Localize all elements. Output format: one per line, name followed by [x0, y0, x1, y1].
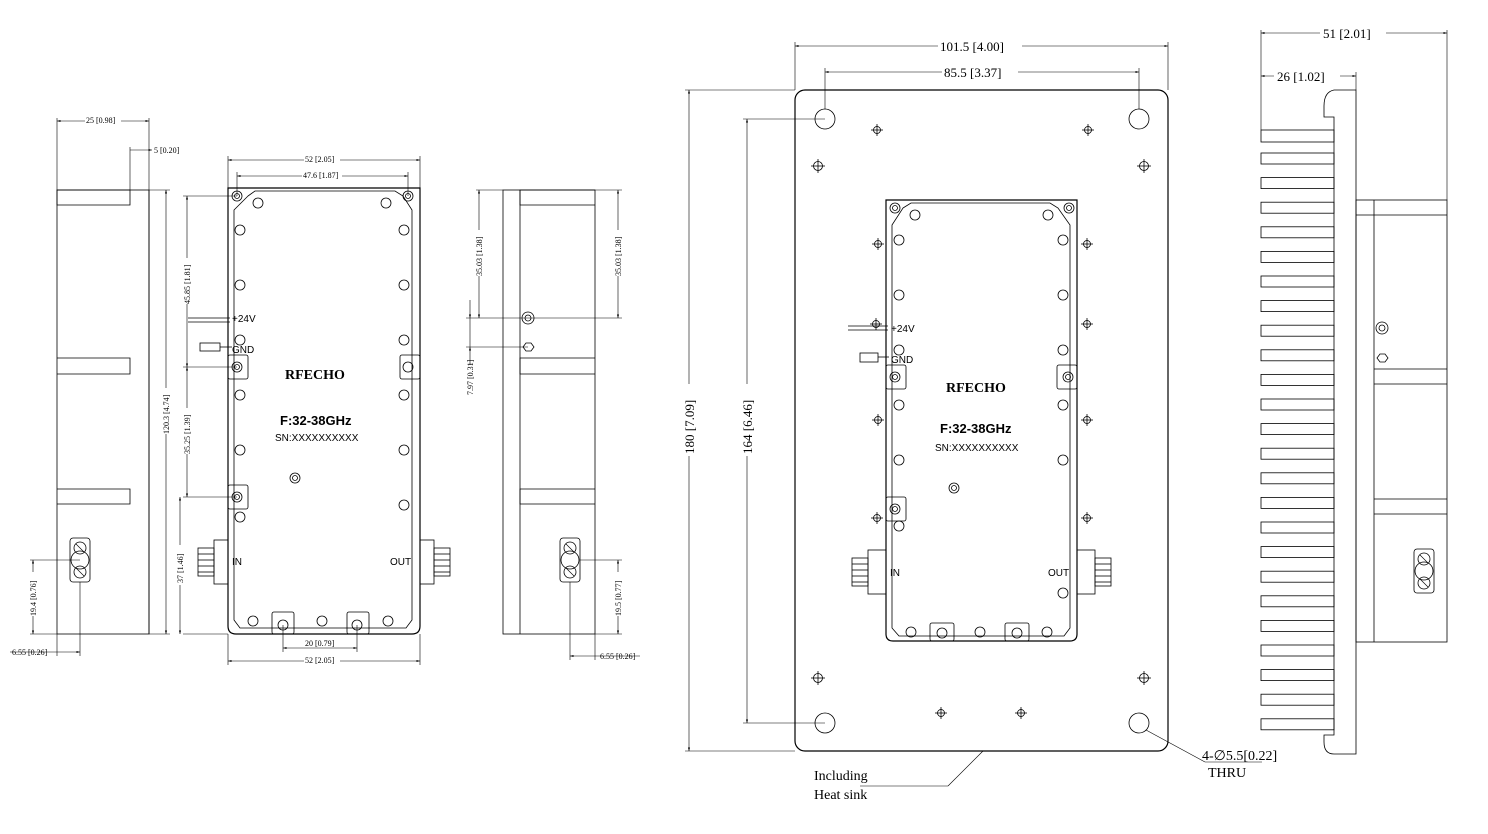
heatsink-fin: [1260, 570, 1335, 583]
heatsink-fin: [1260, 546, 1335, 558]
dim-47-6: 47.6 [1.87]: [303, 171, 339, 180]
dim-26: 26 [1.02]: [1277, 69, 1325, 84]
heatsink-fin: [1260, 496, 1335, 509]
heatsink-fin: [1260, 447, 1335, 460]
fin-array: [1260, 152, 1335, 731]
heatsink-fin: [1260, 398, 1335, 411]
dim-37: 37 [1.46]: [176, 553, 185, 583]
dim-35-25: 35.25 [1.39]: [183, 414, 192, 454]
dim-52-top: 52 [2.05]: [305, 155, 335, 164]
left-side-view: 25 [0.98] 5 [0.20] 120.3 [4.74] 19.4 [0.…: [10, 115, 180, 657]
label-in-small: IN: [232, 557, 242, 568]
heatsink-fin: [1260, 595, 1335, 608]
heatsink-fin: [1260, 349, 1335, 362]
dim-51: 51 [2.01]: [1323, 26, 1371, 41]
note-including: Including: [814, 769, 868, 784]
dim-164: 164 [6.46]: [740, 400, 755, 454]
label-24v-small: +24V: [232, 314, 256, 325]
serial-small: SN:XXXXXXXXXX: [275, 433, 359, 444]
heatsink-fin: [1260, 644, 1335, 657]
hole-note: 4-∅5.5[0.22]: [1202, 749, 1277, 764]
right-side-view-small: 35.03 [1.38] 35.03 [1.38] 7.97 [0.31] 19…: [466, 189, 640, 661]
heatsink-fin: [1260, 226, 1335, 239]
dim-52-bottom: 52 [2.05]: [305, 656, 335, 665]
dim-45-85: 45.85 [1.81]: [183, 264, 192, 304]
heatsink-fin: [1260, 718, 1335, 731]
hole-thru: THRU: [1208, 766, 1246, 781]
brand-small: RFECHO: [285, 368, 345, 383]
label-out-large: OUT: [1048, 568, 1069, 579]
serial-large: SN:XXXXXXXXXX: [935, 443, 1019, 454]
heatsink-fin: [1260, 472, 1335, 485]
freq-small: F:32-38GHz: [280, 413, 352, 428]
label-gnd-small: GND: [232, 345, 254, 356]
dim-19-4: 19.4 [0.76]: [29, 580, 38, 616]
dim-19-5: 19.5 [0.77]: [614, 580, 623, 616]
dim-6-55-left: 6.55 [0.26]: [12, 648, 48, 657]
heatsink-fin: [1260, 423, 1335, 436]
note-heat-sink: Heat sink: [814, 788, 867, 803]
dim-25: 25 [0.98]: [86, 116, 116, 125]
dim-20: 20 [0.79]: [305, 639, 335, 648]
heatsink-fin: [1260, 152, 1335, 165]
heatsink-fin: [1260, 373, 1335, 386]
dim-101-5: 101.5 [4.00]: [940, 39, 1004, 54]
heatsink-fin: [1260, 300, 1335, 313]
dim-85-5: 85.5 [3.37]: [944, 65, 1001, 80]
brand-large: RFECHO: [946, 381, 1006, 396]
heatsink-fin: [1260, 177, 1335, 190]
heatsink-fin: [1260, 275, 1335, 288]
heatsink-fin: [1260, 250, 1335, 263]
heatsink-side-view: 51 [2.01] 26 [1.02]: [1260, 25, 1448, 755]
heatsink-fin: [1260, 693, 1335, 706]
label-gnd-large: GND: [891, 355, 913, 366]
label-out-small: OUT: [390, 557, 411, 568]
dim-6-55-right: 6.55 [0.26]: [600, 652, 636, 661]
small-front-view: +24V GND IN OUT RFECHO F:32-38GHz SN:XXX…: [174, 154, 451, 665]
heatsink-fin: [1260, 201, 1335, 214]
label-in-large: IN: [890, 568, 900, 579]
heatsink-fin: [1260, 521, 1335, 534]
dim-180: 180 [7.09]: [682, 400, 697, 454]
label-24v-large: +24V: [891, 324, 915, 335]
dim-35-03-right: 35.03 [1.38]: [614, 236, 623, 276]
dim-7-97: 7.97 [0.31]: [466, 359, 475, 395]
dim-5: 5 [0.20]: [154, 146, 180, 155]
heatsink-fin: [1260, 669, 1335, 681]
dim-35-03-left: 35.03 [1.38]: [475, 236, 484, 276]
heatsink-fin: [1260, 620, 1335, 632]
heatsink-fin: [1260, 324, 1335, 337]
freq-large: F:32-38GHz: [940, 421, 1012, 436]
large-front-view: +24V GND IN OUT RFECHO F:32-38GHz SN:XXX…: [680, 38, 1277, 803]
dim-120-3: 120.3 [4.74]: [162, 394, 171, 434]
